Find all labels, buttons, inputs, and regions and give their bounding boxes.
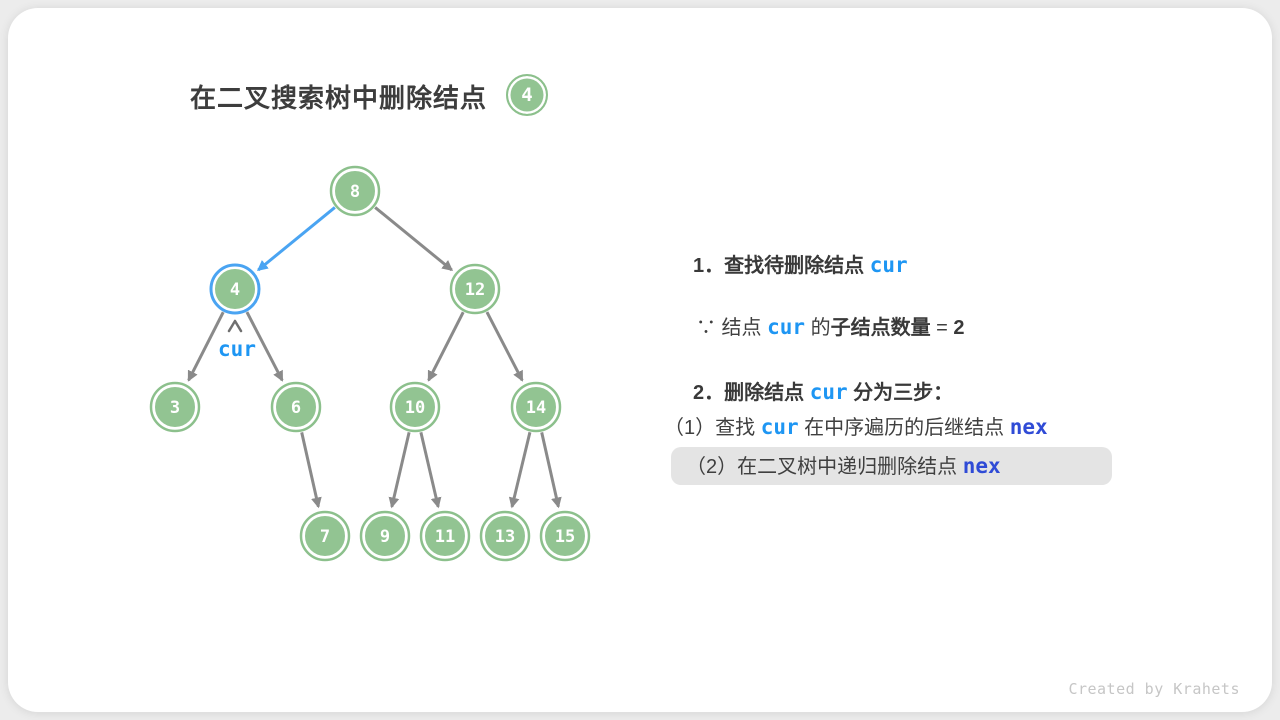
tree-node-value: 7 xyxy=(320,527,330,547)
tree-node-value: 12 xyxy=(465,280,485,300)
tree-node-value: 15 xyxy=(555,527,575,547)
tree-node-13: 13 xyxy=(479,510,531,562)
tree-node-12: 12 xyxy=(449,263,501,315)
tree-node-value: 3 xyxy=(170,398,180,418)
tree-node-8: 8 xyxy=(329,165,381,217)
text-run: （1）查找 xyxy=(664,417,761,439)
tree-edge-4-3 xyxy=(187,311,225,382)
text-run: 2．删除结点 xyxy=(693,382,810,404)
tree-node-value: 8 xyxy=(350,182,360,202)
text-run: = xyxy=(930,317,954,339)
tree-node-6: 6 xyxy=(270,381,322,433)
code-token-nex: nex xyxy=(1009,415,1048,439)
text-run: 分为三步： xyxy=(847,382,954,404)
tree-node-7: 7 xyxy=(299,510,351,562)
tree-edge-8-4 xyxy=(256,206,336,272)
text-run: ∵ 结点 xyxy=(696,317,768,339)
tree-node-value: 6 xyxy=(291,398,301,418)
tree-edge-10-11 xyxy=(419,431,442,509)
because-line: ∵ 结点 cur 的子结点数量 = 2 xyxy=(696,313,965,342)
code-token-cur: cur xyxy=(809,380,848,404)
tree-node-14: 14 xyxy=(510,381,562,433)
tree-edge-8-12 xyxy=(374,206,454,272)
tree-node-value: 9 xyxy=(380,527,390,547)
tree-node-value: 13 xyxy=(495,527,515,547)
tree-node-value: 11 xyxy=(435,527,455,547)
tree-node-15: 15 xyxy=(539,510,591,562)
step-2-title: 2．删除结点 cur 分为三步： xyxy=(693,378,953,407)
step-1-title: 1．查找待删除结点 cur xyxy=(693,251,908,280)
pointer-caret-icon xyxy=(227,319,243,333)
tree-node-9: 9 xyxy=(359,510,411,562)
text-run: 2 xyxy=(953,317,965,339)
tree-node-3: 3 xyxy=(149,381,201,433)
code-token-cur: cur xyxy=(767,315,806,339)
tree-node-value: 10 xyxy=(405,398,425,418)
tree-edge-12-14 xyxy=(485,311,524,382)
text-run: 1．查找待删除结点 xyxy=(693,255,870,277)
slide-card xyxy=(8,8,1272,712)
credit-text: Created by Krahets xyxy=(1068,680,1240,698)
tree-node-11: 11 xyxy=(419,510,471,562)
tree-node-value: 14 xyxy=(526,398,546,418)
tree-edge-4-6 xyxy=(245,311,284,382)
tree-edge-6-7 xyxy=(300,432,322,509)
text-run: 子结点数量 xyxy=(830,317,931,339)
tree-edge-12-10 xyxy=(427,311,465,382)
binary-search-tree-diagram: 8 4 12 3 6 10 14 7 9 11 13 15 xyxy=(149,165,591,562)
text-run: 的 xyxy=(805,317,831,339)
text-run: （2）在二叉树中递归删除结点 xyxy=(686,456,963,478)
text-run: 在中序遍历的后继结点 xyxy=(798,417,1010,439)
tree-node-10: 10 xyxy=(389,381,441,433)
code-token-cur: cur xyxy=(760,415,799,439)
page-title: 在二叉搜索树中删除结点 xyxy=(190,83,488,113)
tree-node-value: 4 xyxy=(230,280,240,300)
step-2-sub-2: （2）在二叉树中递归删除结点 nex xyxy=(671,447,1112,485)
step-number-badge: 4 xyxy=(506,74,548,116)
step-2-sub-1: （1）查找 cur 在中序遍历的后继结点 nex xyxy=(664,413,1048,442)
tree-edge-14-15 xyxy=(540,432,562,509)
code-token-cur: cur xyxy=(869,253,908,277)
pointer-label-cur: cur xyxy=(218,337,256,361)
tree-node-4: 4 xyxy=(209,263,261,315)
tree-edge-14-13 xyxy=(508,431,532,509)
tree-edge-10-9 xyxy=(388,431,411,509)
code-token-nex: nex xyxy=(962,454,1001,478)
